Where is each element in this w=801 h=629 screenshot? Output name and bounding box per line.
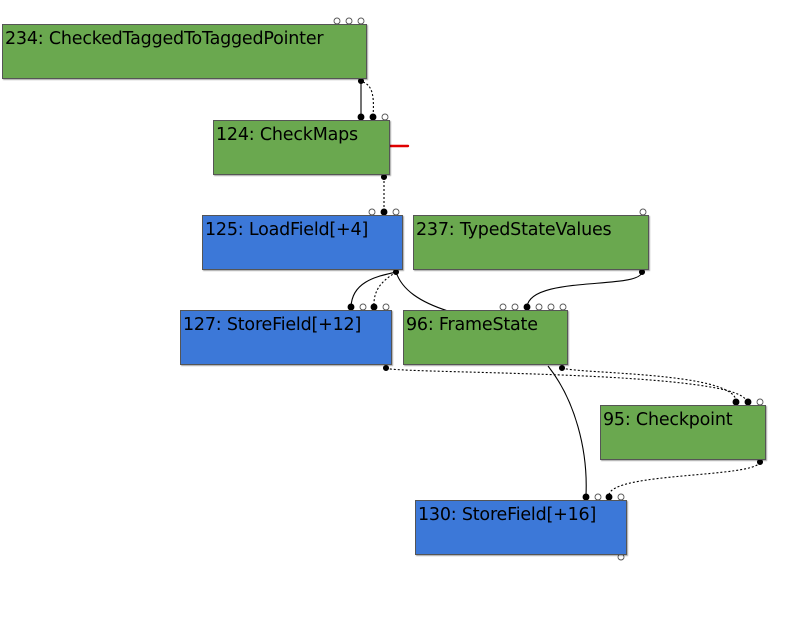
- node-96[interactable]: 96: FrameState: [403, 310, 568, 365]
- node-124[interactable]: 124: CheckMaps: [213, 120, 390, 175]
- node-95[interactable]: 95: Checkpoint: [600, 405, 766, 460]
- node-label: 130: StoreField[+16]: [418, 505, 597, 525]
- edge-96-95-effect[interactable]: [561, 367, 737, 401]
- ports: [333, 17, 764, 561]
- node-label: 95: Checkpoint: [603, 410, 733, 430]
- node-label: 234: CheckedTaggedToTaggedPointer: [5, 29, 324, 49]
- node-125[interactable]: 125: LoadField[+4]: [202, 215, 403, 270]
- node-label: 237: TypedStateValues: [416, 220, 612, 240]
- edge-237-96[interactable]: [526, 271, 643, 308]
- node-234[interactable]: 234: CheckedTaggedToTaggedPointer: [2, 24, 367, 79]
- node-130[interactable]: 130: StoreField[+16]: [415, 500, 627, 555]
- edge-125-96[interactable]: [395, 271, 449, 312]
- edges: [350, 78, 761, 496]
- edge-95-130-effect[interactable]: [608, 461, 761, 496]
- edge-234-124-effect[interactable]: [362, 81, 374, 118]
- edge-125-127[interactable]: [350, 271, 397, 308]
- node-label: 125: LoadField[+4]: [205, 220, 369, 240]
- edge-96-130[interactable]: [547, 365, 587, 496]
- node-237[interactable]: 237: TypedStateValues: [413, 215, 649, 270]
- node-label: 127: StoreField[+12]: [183, 315, 362, 335]
- edge-125-127-effect[interactable]: [373, 271, 397, 308]
- node-label: 96: FrameState: [406, 315, 538, 335]
- node-label: 124: CheckMaps: [216, 125, 358, 145]
- node-127[interactable]: 127: StoreField[+12]: [180, 310, 392, 365]
